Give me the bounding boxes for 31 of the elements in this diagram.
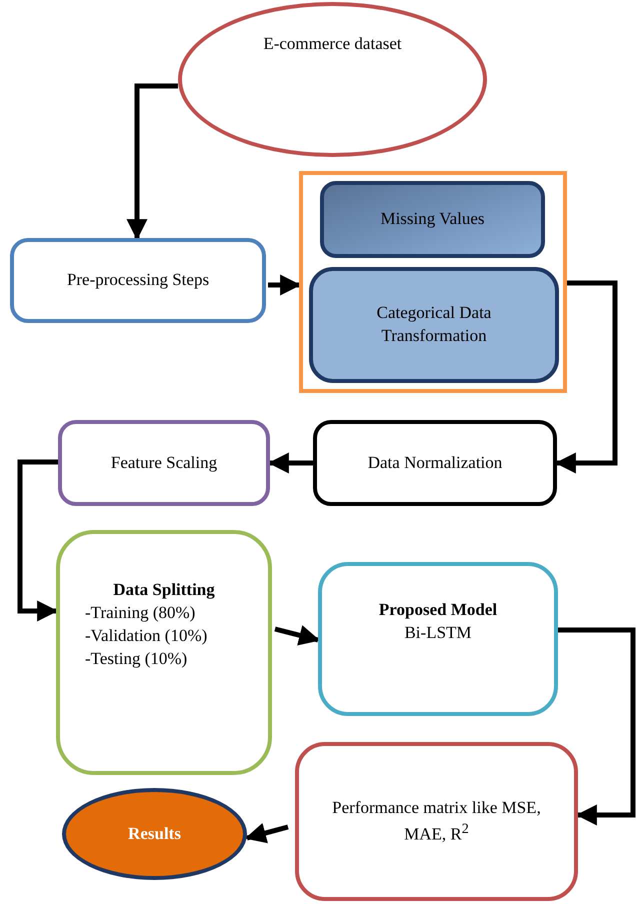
arrow — [268, 274, 302, 296]
node-text: Categorical Data Transformation — [376, 302, 492, 347]
node-text: Feature Scaling — [110, 452, 218, 474]
node-text: Missing Values — [379, 208, 486, 230]
arrow — [554, 280, 618, 474]
node-text: Data Normalization — [366, 452, 504, 474]
process-box — [56, 530, 272, 775]
group-box — [299, 171, 567, 393]
arrow — [126, 84, 178, 240]
arrow — [18, 460, 58, 622]
arrow — [558, 628, 636, 826]
process-box — [320, 181, 545, 258]
list-item: -Training (80%) — [85, 602, 196, 624]
node-text: Pre-processing Steps — [66, 269, 210, 292]
node-heading: Proposed Model — [378, 598, 498, 621]
arrow — [274, 625, 320, 646]
node-text: Results — [127, 822, 182, 845]
process-box — [58, 420, 270, 506]
node-text: E-commerce dataset — [262, 33, 403, 56]
list-item: -Validation (10%) — [85, 625, 208, 647]
process-box — [318, 562, 558, 716]
node-heading: Data Splitting — [113, 579, 215, 602]
process-box — [10, 238, 266, 323]
process-box — [295, 742, 578, 901]
arrow — [244, 822, 289, 844]
node-text: Bi-LSTM — [404, 622, 472, 644]
arrow — [268, 452, 313, 474]
process-box — [309, 267, 559, 383]
process-box — [313, 420, 557, 506]
list-item: -Testing (10%) — [85, 648, 188, 670]
node-text: Performance matrix like MSE, MAE, R$^{2}$ — [331, 796, 542, 846]
